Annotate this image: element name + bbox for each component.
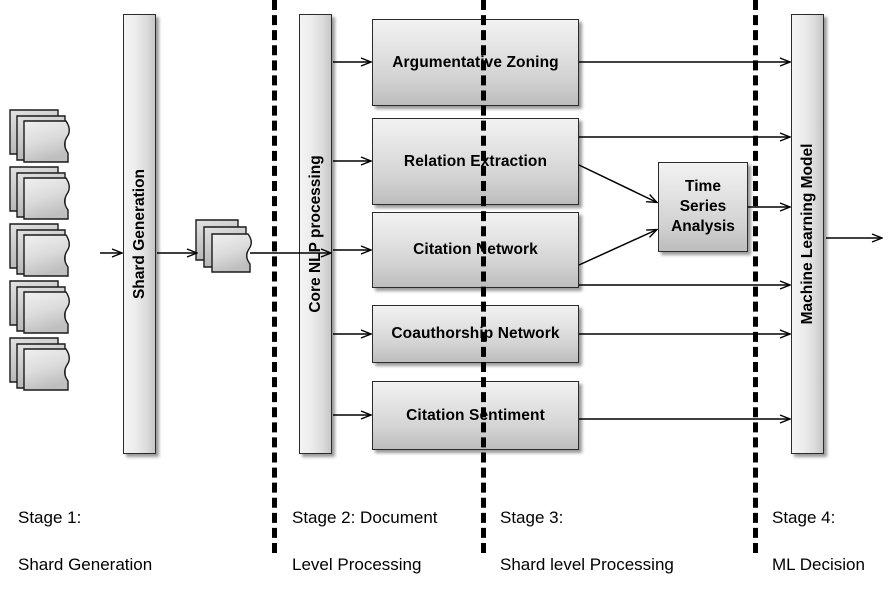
wire-re-to-tsa <box>578 164 656 202</box>
diagram-canvas: Shard Generation Core NLP processing Mac… <box>8 0 891 574</box>
process-box-citation-sentiment[interactable]: Citation Sentiment <box>372 381 579 450</box>
core-nlp-label: Core NLP processing <box>306 155 324 313</box>
stage-caption-3-line1: Stage 3: <box>500 508 564 528</box>
process-label: Citation Sentiment <box>406 406 545 424</box>
stage-divider-3 <box>753 0 758 553</box>
stage-caption-1-line1: Stage 1: <box>18 508 82 528</box>
core-nlp-pillar[interactable]: Core NLP processing <box>299 14 332 454</box>
stage-caption-1: Stage 1: Shard Generation <box>18 483 152 600</box>
ml-model-label: Machine Learning Model <box>798 143 816 325</box>
shard-bundle-stack <box>194 218 272 288</box>
process-label: Coauthorship Network <box>391 325 560 342</box>
stage-caption-2: Stage 2: Document Level Processing <box>292 483 438 600</box>
process-box-coauthorship-network[interactable]: Coauthorship Network <box>372 305 579 363</box>
stage-divider-2 <box>481 0 486 553</box>
tsa-line-3: Analysis <box>671 218 735 236</box>
ml-model-pillar[interactable]: Machine Learning Model <box>791 14 824 454</box>
stage-caption-2-line2: Level Processing <box>292 555 422 575</box>
stage-caption-2-line1: Stage 2: Document <box>292 508 438 528</box>
shard-generation-label: Shard Generation <box>130 168 148 300</box>
stage-caption-3: Stage 3: Shard level Processing <box>500 483 674 600</box>
input-document-stacks <box>8 108 108 398</box>
process-box-argumentative-zoning[interactable]: Argumentative Zoning <box>372 19 579 106</box>
stage-caption-3-line2: Shard level Processing <box>500 555 674 575</box>
process-label: Citation Network <box>413 241 538 258</box>
stage-divider-1 <box>272 0 277 553</box>
process-box-citation-network[interactable]: Citation Network <box>372 212 579 288</box>
wire-cn-to-tsa <box>578 230 656 266</box>
tsa-line-1: Time <box>685 177 721 195</box>
stage-caption-4-line2: ML Decision <box>772 555 865 575</box>
process-box-time-series-analysis[interactable]: Time Series Analysis <box>658 162 748 252</box>
process-label: Relation Extraction <box>403 152 548 170</box>
shard-generation-pillar[interactable]: Shard Generation <box>123 14 156 454</box>
process-label: Argumentative Zoning <box>392 53 559 71</box>
stage-caption-1-line2: Shard Generation <box>18 555 153 575</box>
process-box-relation-extraction[interactable]: Relation Extraction <box>372 118 579 205</box>
stage-caption-4-line1: Stage 4: <box>772 508 836 528</box>
stage-caption-4: Stage 4: ML Decision <box>772 483 865 600</box>
tsa-line-2: Series <box>679 197 727 215</box>
